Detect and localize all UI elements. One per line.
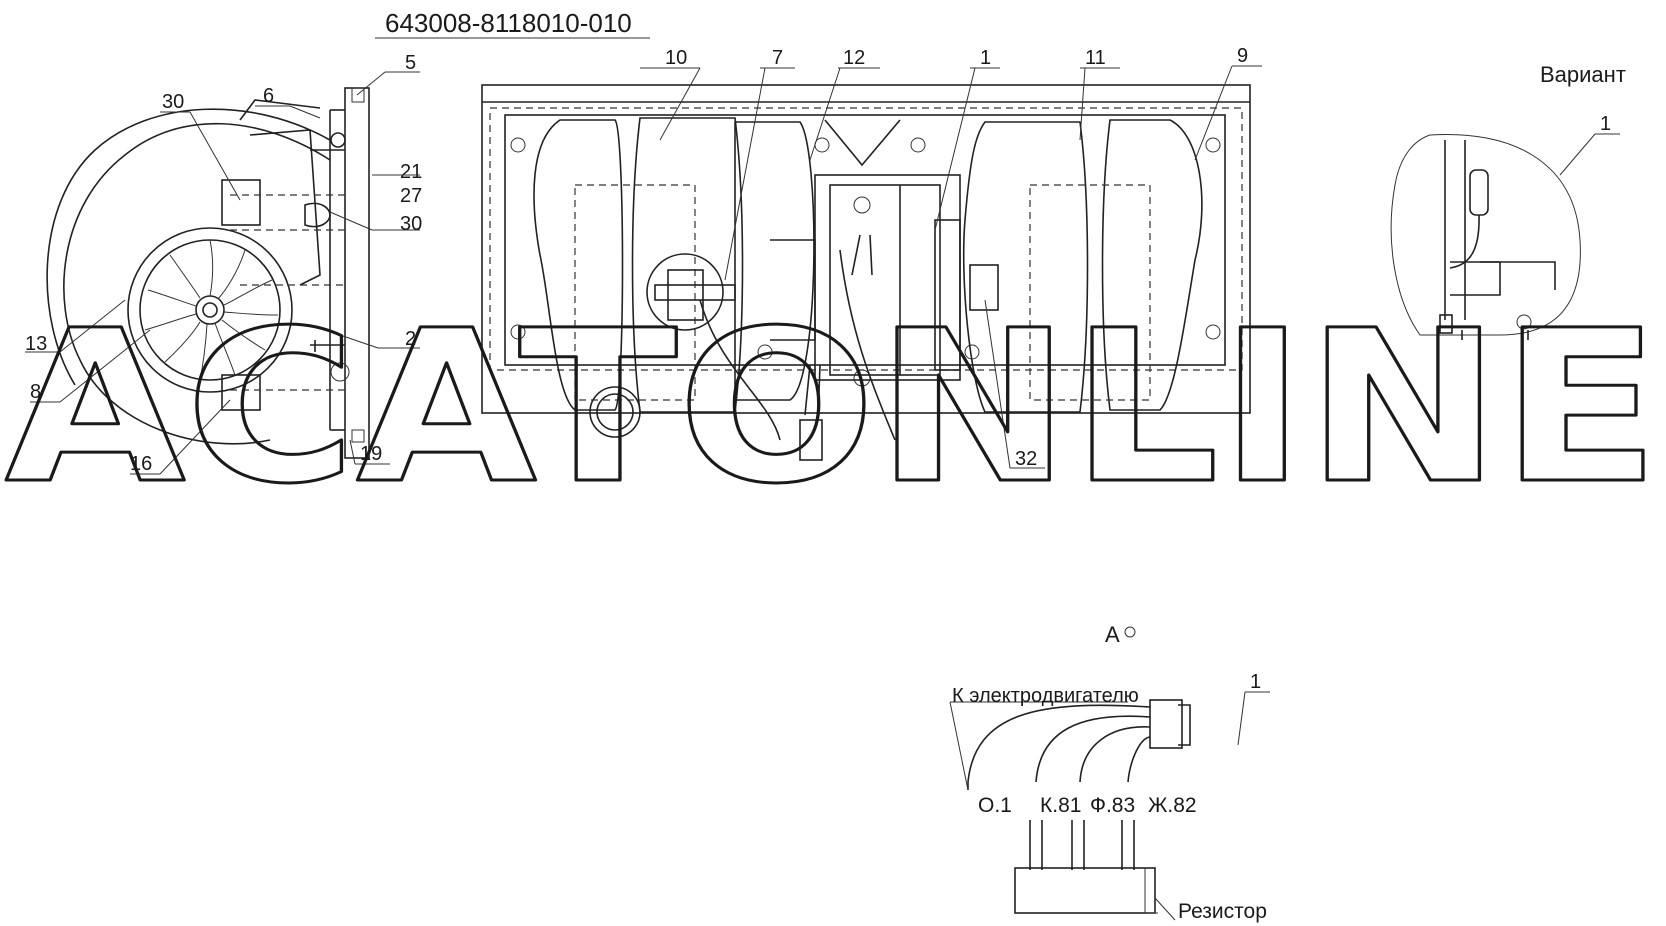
part-number: 643008-8118010-010 xyxy=(385,8,632,38)
callout-32: 32 xyxy=(1015,448,1037,470)
callout-13: 13 xyxy=(25,333,47,355)
wire-label-zh82: Ж.82 xyxy=(1148,794,1197,817)
resistor-label: Резистор xyxy=(1178,900,1267,923)
wiring-scheme xyxy=(949,626,1191,921)
callout-7: 7 xyxy=(772,47,783,69)
callout-1-main: 1 xyxy=(980,47,991,69)
variant-label: Вариант xyxy=(1540,62,1626,87)
callout-6: 6 xyxy=(263,85,274,107)
callout-8: 8 xyxy=(30,381,41,403)
callout-5: 5 xyxy=(405,52,416,74)
callout-19: 19 xyxy=(360,443,382,465)
variant-detail xyxy=(1390,133,1581,340)
callout-21: 21 xyxy=(400,161,422,183)
callout-30-top: 30 xyxy=(162,91,184,113)
callout-11: 11 xyxy=(1085,47,1106,69)
motor-label: К электродвигателю xyxy=(952,685,1139,707)
callout-1-scheme: 1 xyxy=(1250,671,1261,693)
callout-27: 27 xyxy=(400,185,422,207)
watermark: ACATONLINE xyxy=(5,285,1660,530)
wire-label-o1: О.1 xyxy=(978,794,1012,817)
callout-30-mid: 30 xyxy=(400,213,422,235)
callout-16: 16 xyxy=(130,453,152,475)
callout-1-variant: 1 xyxy=(1600,113,1611,135)
callout-12: 12 xyxy=(843,47,865,69)
front-view-heater xyxy=(481,84,1251,461)
side-view-fan-housing xyxy=(46,87,370,459)
callout-2: 2 xyxy=(405,328,416,350)
wire-label-k81: К.81 xyxy=(1040,794,1081,817)
wire-label-f83: Ф.83 xyxy=(1090,794,1135,817)
view-label: А xyxy=(1105,622,1120,647)
callout-10: 10 xyxy=(665,47,687,69)
callout-9: 9 xyxy=(1237,45,1248,67)
